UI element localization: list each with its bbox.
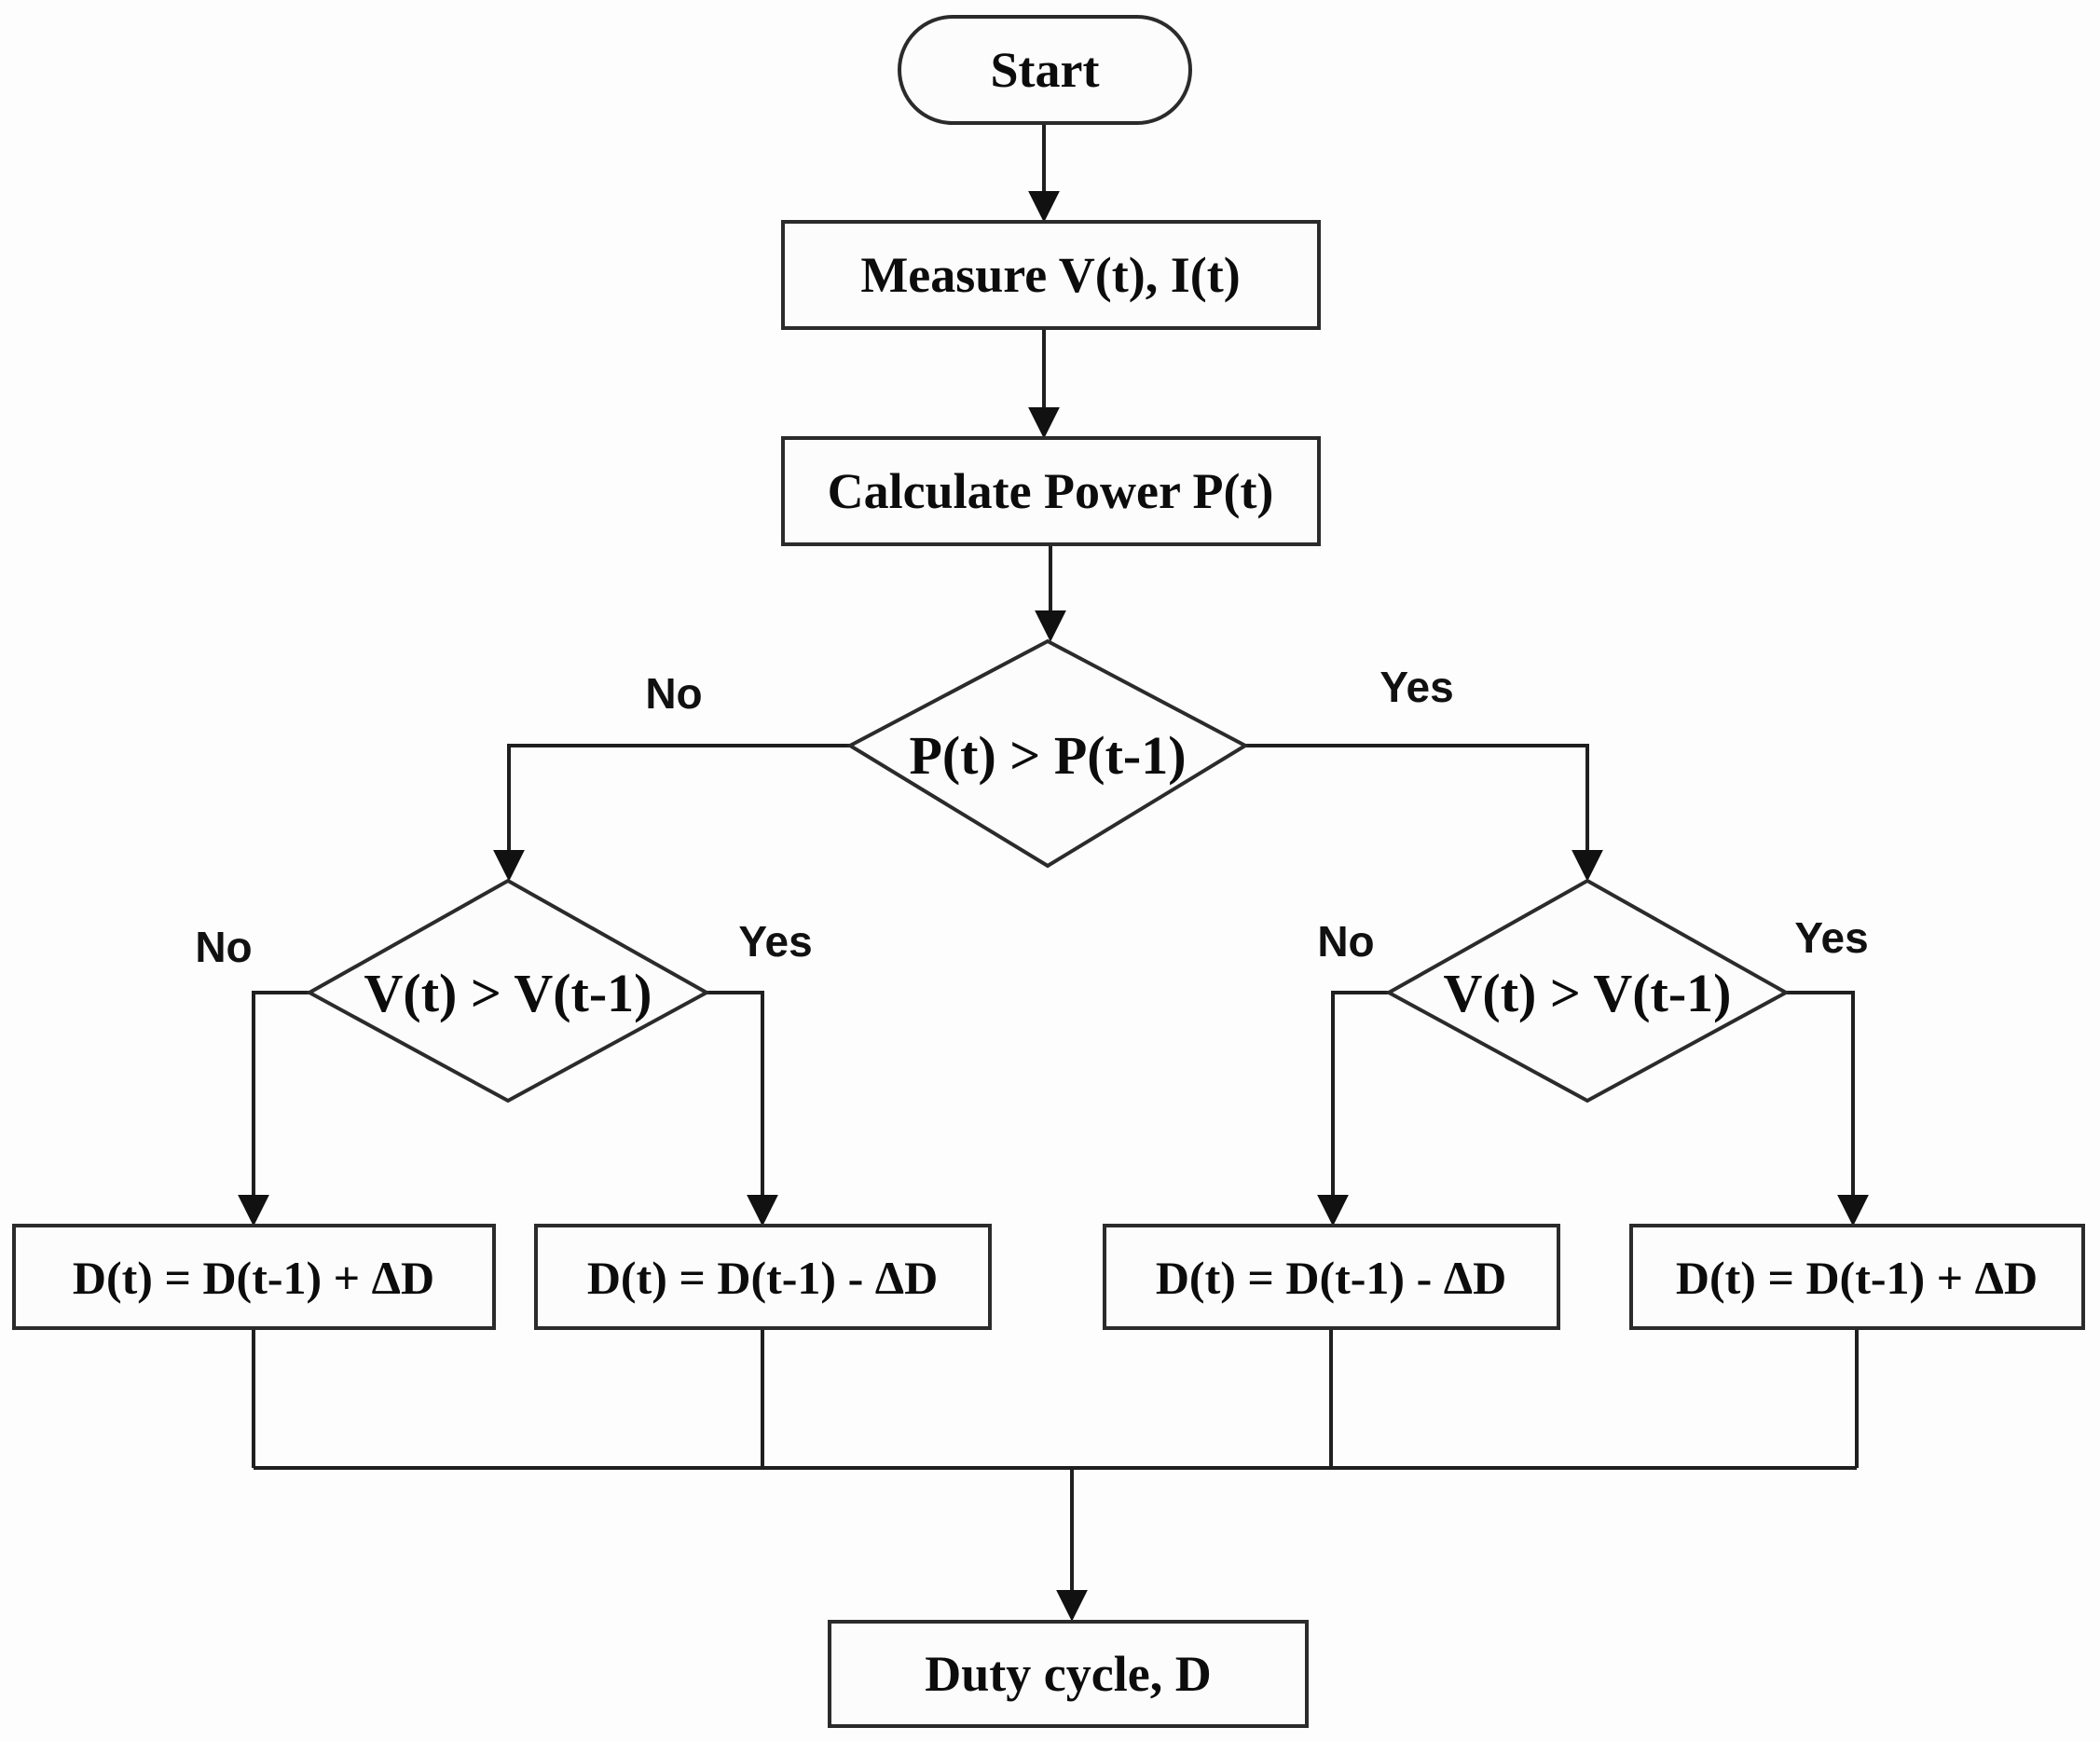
action-far-right-label: D(t) = D(t-1) + ΔD — [1676, 1252, 2038, 1304]
action-far-right-node: D(t) = D(t-1) + ΔD — [1629, 1224, 2085, 1330]
action-far-right-shape — [1629, 1224, 2085, 1330]
power-decision-shape — [845, 638, 1250, 869]
start-shape — [898, 15, 1192, 125]
edge-label-voltage-right-no: No — [1317, 917, 1374, 966]
action-mid-left-shape — [534, 1224, 992, 1330]
calculate-label: Calculate Power P(t) — [828, 463, 1274, 519]
voltage-decision-left-label: V(t) > V(t-1) — [364, 963, 652, 1023]
nodes: Start Measure V(t), I(t) Calculate Power… — [12, 15, 2085, 1728]
edge-voltage-left-no — [238, 991, 309, 1227]
edge-label-voltage-left-no: No — [195, 923, 252, 971]
calculate-shape — [781, 436, 1321, 546]
action-mid-right-shape — [1103, 1224, 1560, 1330]
duty-cycle-shape — [828, 1620, 1309, 1728]
voltage-decision-right-node: V(t) > V(t-1) — [1384, 878, 1791, 1104]
voltage-decision-left-node: V(t) > V(t-1) — [305, 878, 711, 1104]
start-node: Start — [898, 15, 1192, 125]
power-decision-label: P(t) > P(t-1) — [909, 725, 1186, 786]
voltage-decision-left-shape — [305, 878, 711, 1104]
voltage-decision-right-shape — [1384, 878, 1791, 1104]
measure-label: Measure V(t), I(t) — [860, 247, 1240, 303]
action-mid-left-label: D(t) = D(t-1) - ΔD — [587, 1252, 938, 1304]
edge-label-power-yes: Yes — [1379, 663, 1453, 711]
action-far-left-label: D(t) = D(t-1) + ΔD — [73, 1252, 434, 1304]
edge-voltage-left-yes — [707, 991, 778, 1227]
action-mid-left-node: D(t) = D(t-1) - ΔD — [534, 1224, 992, 1330]
action-mid-right-node: D(t) = D(t-1) - ΔD — [1103, 1224, 1560, 1330]
duty-cycle-label: Duty cycle, D — [925, 1646, 1211, 1702]
measure-node: Measure V(t), I(t) — [781, 220, 1321, 330]
action-far-left-node: D(t) = D(t-1) + ΔD — [12, 1224, 496, 1330]
edge-labels: No Yes No Yes No Yes — [195, 663, 1868, 971]
power-decision-node: P(t) > P(t-1) — [845, 638, 1250, 869]
calculate-node: Calculate Power P(t) — [781, 436, 1321, 546]
edge-voltage-right-yes — [1786, 991, 1869, 1227]
duty-cycle-node: Duty cycle, D — [828, 1620, 1309, 1728]
edge-power-yes — [1245, 744, 1603, 882]
start-label: Start — [991, 42, 1100, 98]
measure-shape — [781, 220, 1321, 330]
action-mid-right-label: D(t) = D(t-1) - ΔD — [1156, 1252, 1506, 1304]
edges — [238, 123, 1869, 1622]
edge-label-power-no: No — [645, 669, 702, 718]
edge-power-no — [493, 744, 850, 882]
edge-label-voltage-left-yes: Yes — [738, 917, 812, 966]
edge-label-voltage-right-yes: Yes — [1794, 913, 1868, 962]
voltage-decision-right-label: V(t) > V(t-1) — [1444, 963, 1732, 1023]
edge-voltage-right-no — [1317, 991, 1389, 1227]
action-far-left-shape — [12, 1224, 496, 1330]
